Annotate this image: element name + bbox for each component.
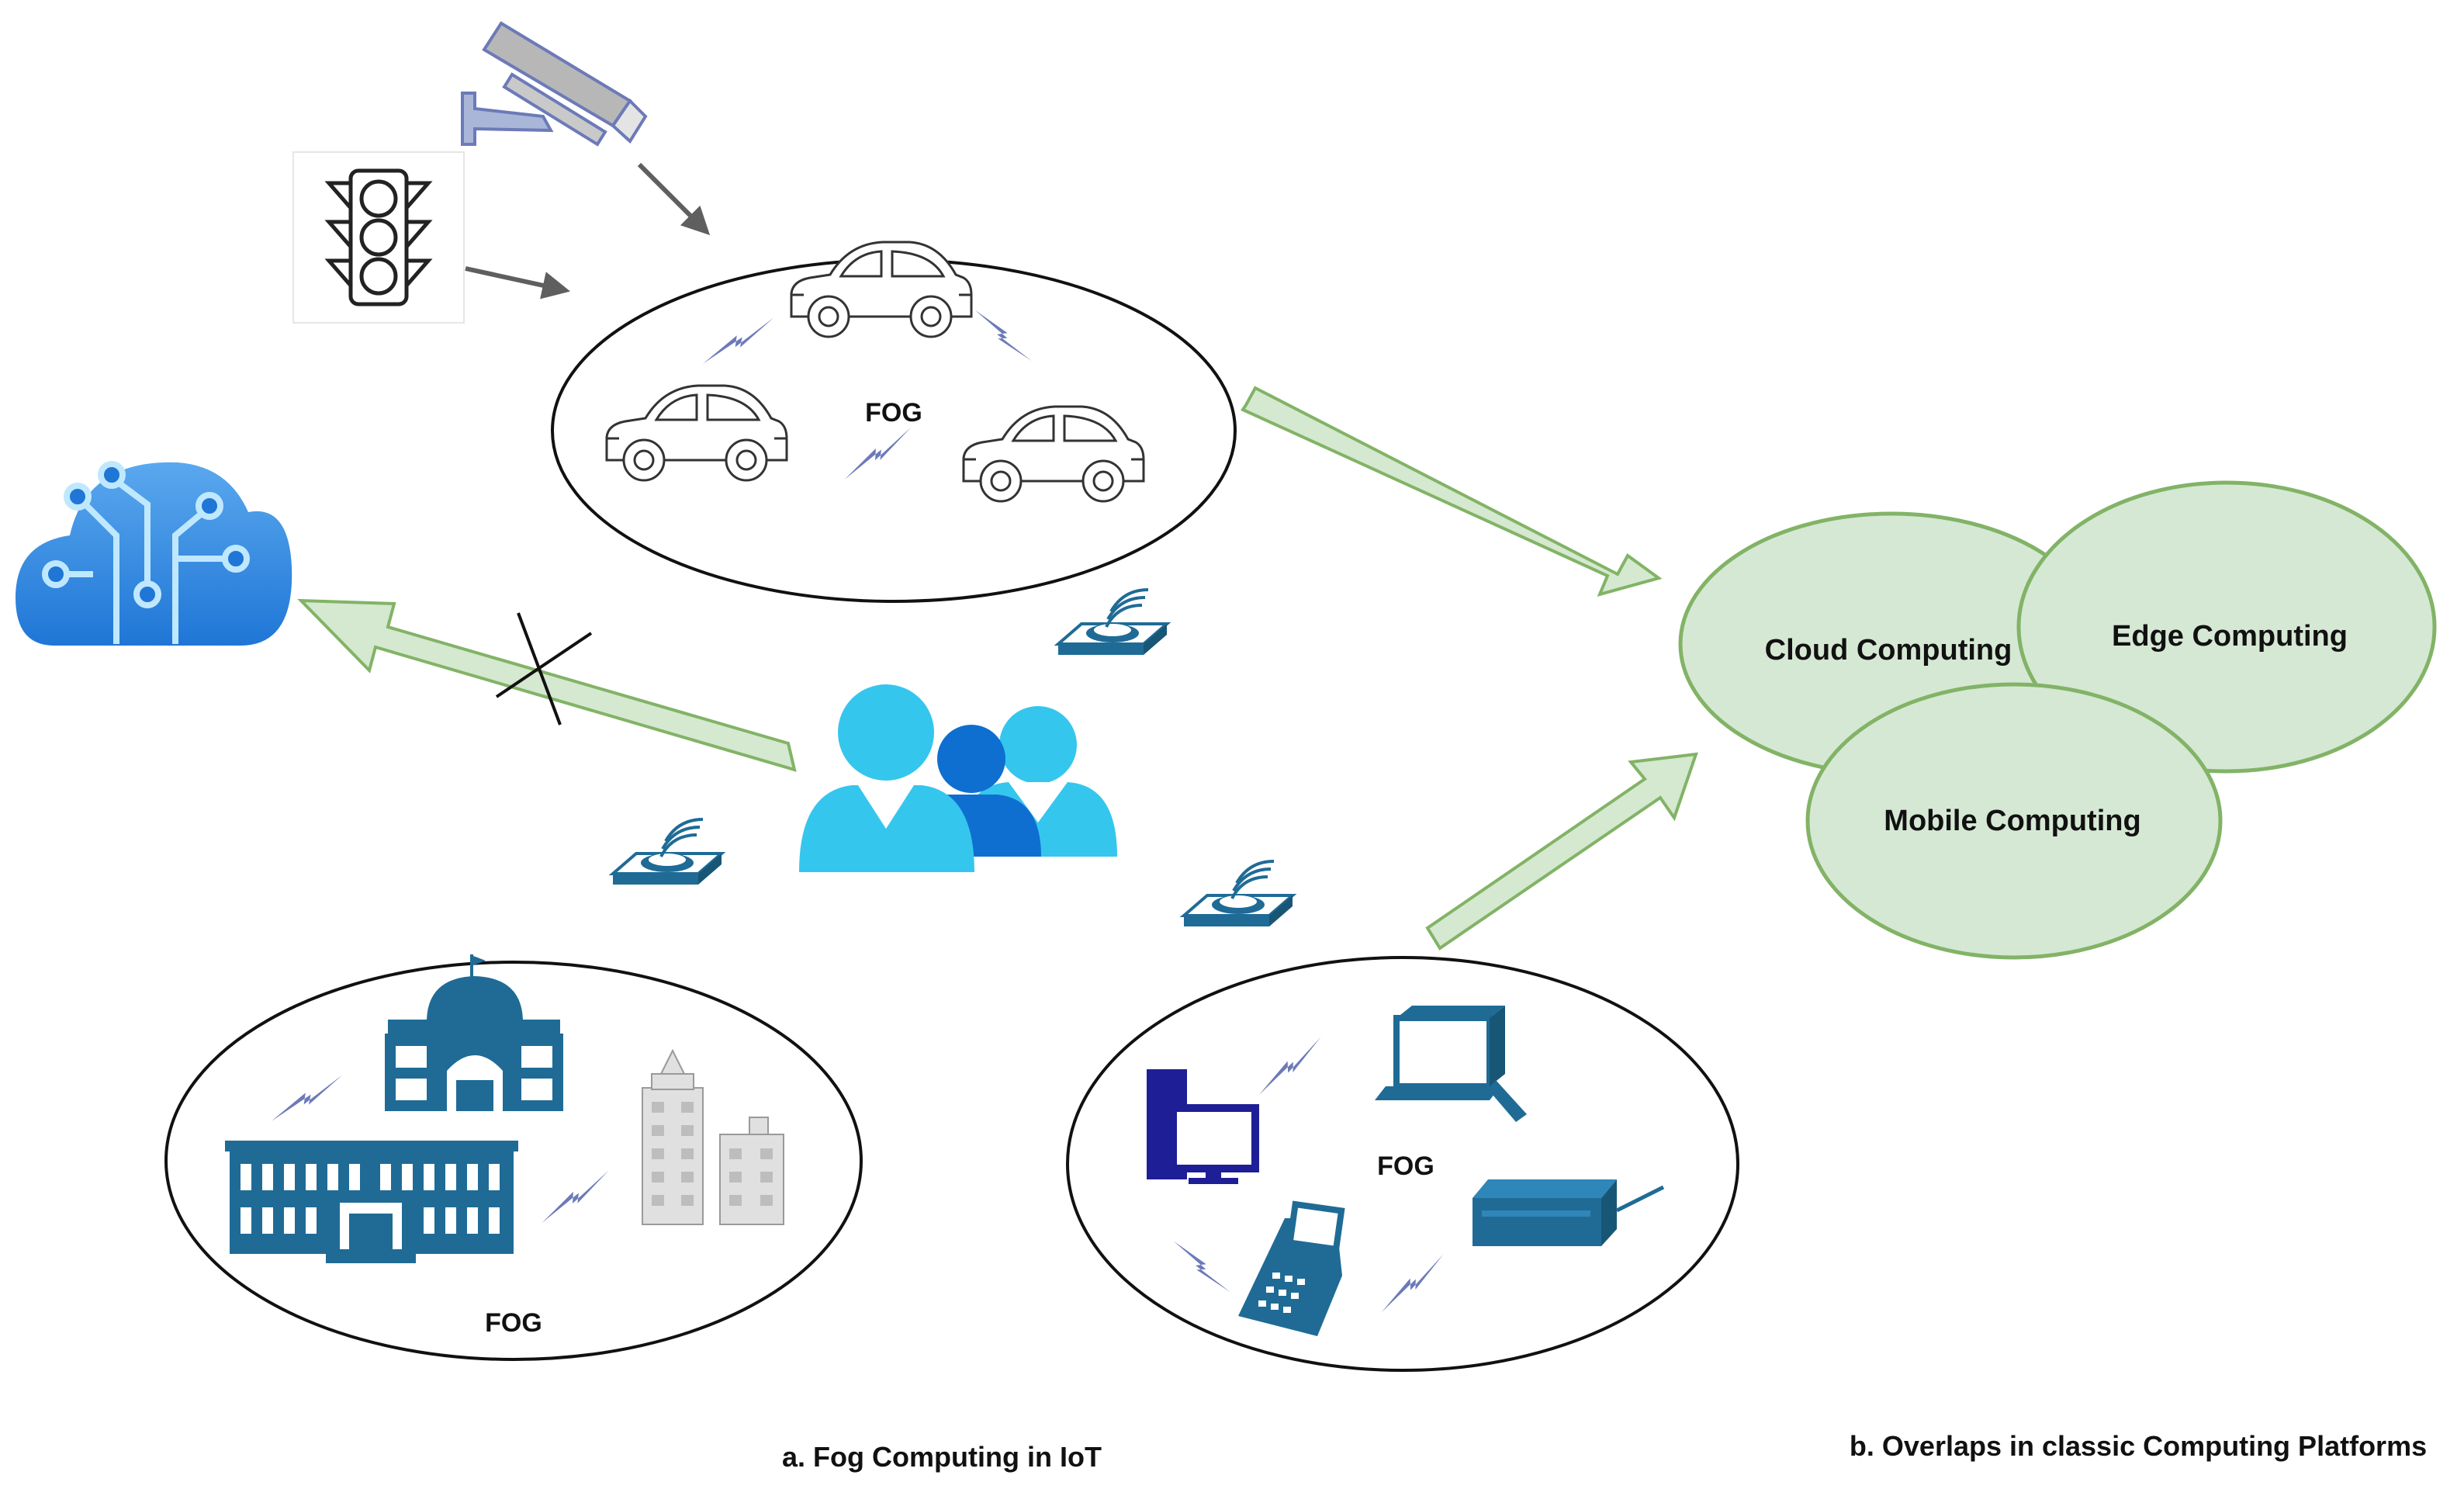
government-building-icon [385,954,563,1111]
venn-mobile-label: Mobile Computing [1884,805,2140,837]
camera-to-fog-arrow [637,162,711,236]
blocked-cross-icon [495,612,593,725]
fog-devices-label: FOG [1377,1151,1434,1181]
wifi-sensor-icon [611,818,723,886]
arrow-fog-to-platforms [1241,386,1663,597]
arrow-people-to-cloud [297,598,797,772]
venn-edge-ellipse [2016,480,2437,774]
venn-cloud-label: Cloud Computing [1765,634,2012,667]
venn-mobile-ellipse [1805,682,2223,960]
wifi-sensor-icon [1057,588,1168,656]
handheld-scanner-icon [1238,1200,1345,1336]
caption-fog-computing: a. Fog Computing in IoT [782,1441,1102,1473]
traffic-light-icon [292,151,465,324]
wifi-sensor-icon [1182,860,1294,928]
arrow-devices-to-platforms [1425,752,1698,951]
fog-vehicles-label: FOG [865,398,922,428]
desktop-pc-icon [1147,1069,1259,1184]
office-building-icon [225,1141,518,1263]
terminal-icon [1375,1006,1527,1122]
traffic-to-fog-arrow [465,266,571,300]
network-device-icon [1473,1179,1665,1246]
fog-buildings-label: FOG [485,1308,542,1338]
people-group-icon [799,684,1117,872]
cloud-circuit-icon [16,461,292,646]
venn-edge-label: Edge Computing [2112,620,2348,653]
cctv-camera-icon [461,21,648,147]
skyscraper-icon [642,1048,784,1225]
fog-devices-ellipse [1066,956,1739,1372]
caption-platform-overlaps: b. Overlaps in classic Computing Platfor… [1850,1430,2427,1462]
